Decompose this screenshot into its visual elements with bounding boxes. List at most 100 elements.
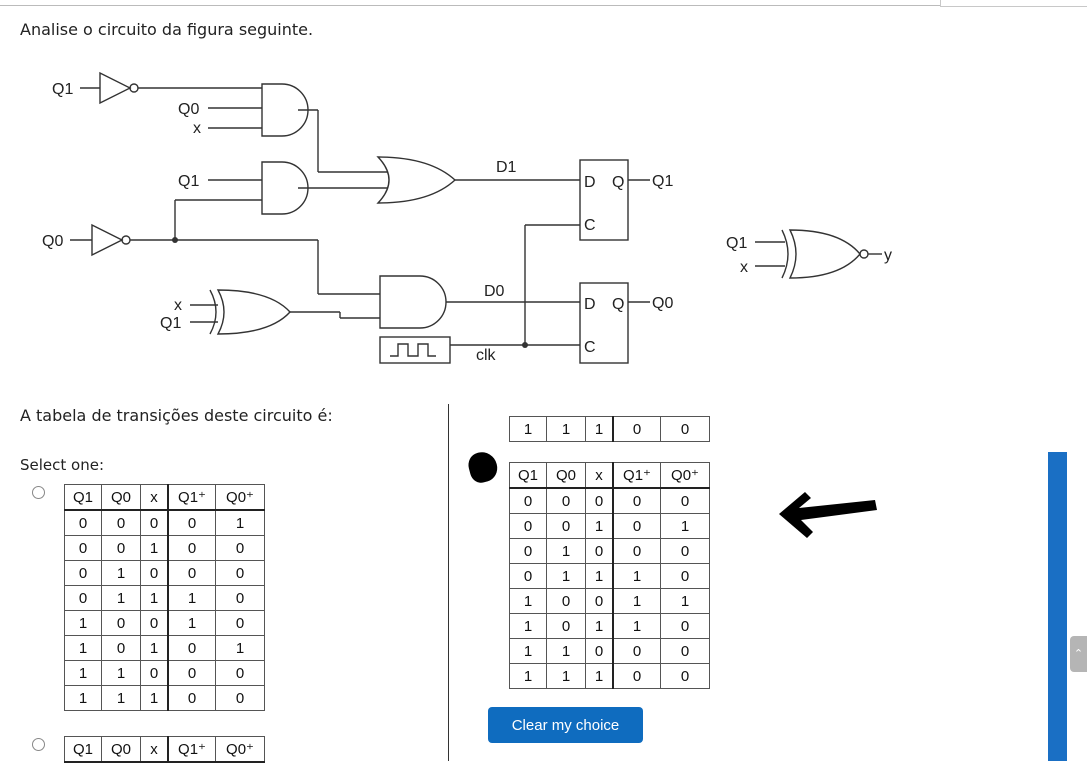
label-xnor-q1: Q1 [726,235,747,252]
table-cell: 1 [167,610,216,636]
question-text: Analise o circuito da figura seguinte. [20,20,314,39]
table-cell: 0 [101,535,141,561]
table-cell: 1 [612,563,661,589]
table-cell: 1 [585,563,614,589]
label-d0: D0 [484,283,505,300]
left-arrow-annotation-icon [779,492,877,538]
question-prompt: A tabela de transições deste circuito é: [20,406,333,425]
table-cell: 0 [509,563,547,589]
label-ff1-q: Q [612,174,624,191]
label-ff0-c: C [584,339,596,356]
table-cell: 0 [215,610,265,636]
table-cell: 1 [140,635,169,661]
top-divider [0,5,1087,6]
table-cell: 0 [101,635,141,661]
table-cell: 1 [546,638,586,664]
table-cell: 0 [140,610,169,636]
table-header-row: Q1 Q0 x Q1⁺ Q0⁺ [64,736,265,763]
table-cell: 0 [509,487,547,514]
label-y: y [884,247,892,264]
header-x: x [140,484,169,511]
table-cell: 1 [509,416,547,442]
table-cell: 0 [585,588,614,614]
option-b-radio-selected[interactable] [465,448,501,486]
table-cell: 1 [546,663,586,689]
option-a-radio[interactable] [32,486,45,499]
header-x: x [140,736,169,763]
table-cell: 0 [140,509,169,536]
table-cell: 0 [585,538,614,564]
table-cell: 1 [215,635,265,661]
table-header-row: Q1 Q0 x Q1⁺ Q0⁺ [509,462,710,489]
table-cell: 0 [215,535,265,561]
table-cell: 0 [612,638,661,664]
timer-tab [940,0,1087,7]
option-c-table: Q1 Q0 x Q1⁺ Q0⁺ [64,736,265,763]
table-cell: 0 [585,638,614,664]
table-cell: 1 [140,685,169,711]
table-cell: 1 [612,613,661,639]
table-cell: 1 [167,585,216,611]
table-cell: 0 [546,513,586,539]
table-cell: 0 [167,685,216,711]
table-cell: 0 [660,638,710,664]
label-q0-and1: Q0 [178,101,199,118]
table-cell: 0 [64,560,102,586]
table-cell: 0 [167,635,216,661]
table-cell: 0 [546,613,586,639]
select-one-label: Select one: [20,456,105,474]
header-q0-next: Q0⁺ [215,484,265,511]
header-q1: Q1 [509,462,547,489]
table-cell: 0 [167,535,216,561]
table-cell: 0 [612,487,661,514]
table-cell: 0 [215,585,265,611]
label-ff0-d: D [584,296,596,313]
label-x-and1: x [193,120,201,137]
table-cell: 0 [140,660,169,686]
table-cell: 1 [101,660,141,686]
table-cell: 0 [612,416,661,442]
option-c-radio[interactable] [32,738,45,751]
header-q0: Q0 [101,736,141,763]
table-cell: 0 [167,560,216,586]
table-cell: 0 [215,560,265,586]
label-q1-and2: Q1 [178,173,199,190]
table-cell: 1 [546,538,586,564]
header-x: x [585,462,614,489]
scrollbar[interactable] [1048,452,1067,761]
table-cell: 0 [509,538,547,564]
header-q0: Q0 [546,462,586,489]
table-cell: 1 [64,635,102,661]
table-cell: 0 [585,487,614,514]
table-cell: 1 [509,613,547,639]
table-cell: 0 [64,535,102,561]
label-ff0-q: Q [612,296,624,313]
scroll-top-button[interactable]: ⌃ [1070,636,1087,672]
header-q1: Q1 [64,484,102,511]
table-cell: 0 [660,416,710,442]
table-cell: 0 [64,585,102,611]
table-cell: 1 [215,509,265,536]
table-cell: 0 [660,563,710,589]
table-cell: 0 [167,660,216,686]
table-header-row: Q1 Q0 x Q1⁺ Q0⁺ [64,484,265,511]
table-cell: 1 [509,663,547,689]
table-row: 1 1 1 0 0 [509,416,710,442]
header-q0-next: Q0⁺ [660,462,710,489]
table-cell: 1 [101,585,141,611]
label-ff1-c: C [584,217,596,234]
table-cell: 1 [64,660,102,686]
clear-choice-button[interactable]: Clear my choice [488,707,643,743]
table-cell: 0 [167,509,216,536]
header-q1: Q1 [64,736,102,763]
table-cell: 0 [546,487,586,514]
circuit-diagram: Q1 Q0 x Q1 Q0 x Q1 D1 D0 clk D Q C Q1 D … [42,71,892,364]
table-cell: 0 [612,663,661,689]
table-cell: 1 [140,585,169,611]
label-q1-input: Q1 [52,81,73,98]
